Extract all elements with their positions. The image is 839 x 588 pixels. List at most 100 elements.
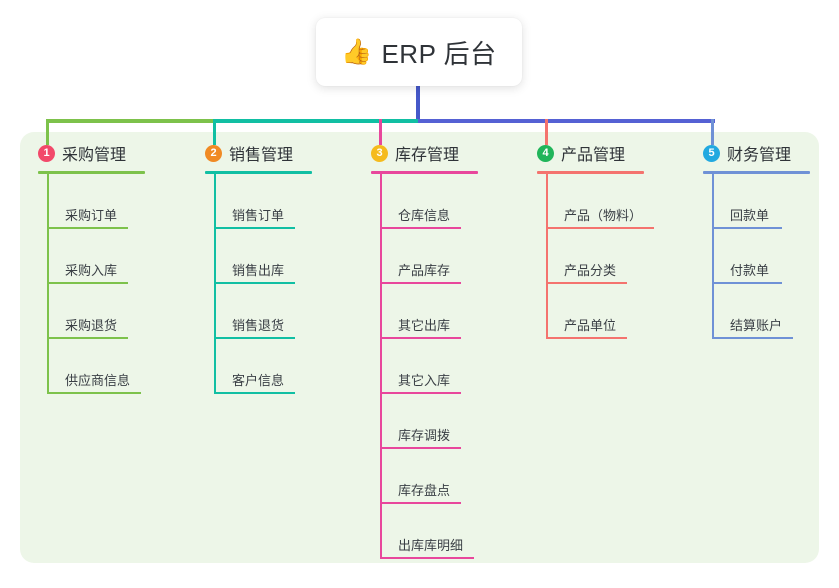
leaf-underline — [380, 557, 474, 559]
leaf-label: 供应商信息 — [65, 373, 131, 388]
bus-segment-right — [418, 119, 715, 123]
branch-title-5: 财务管理 — [727, 147, 792, 164]
leaf-item[interactable]: 出库库明细 — [380, 504, 478, 559]
branch-title-2: 销售管理 — [229, 147, 294, 164]
leaf-label: 付款单 — [730, 263, 770, 278]
branch-badge-4: 4 — [537, 144, 554, 162]
leaf-label: 出库库明细 — [398, 538, 464, 553]
leaf-item[interactable]: 其它出库 — [380, 284, 478, 339]
leaf-item[interactable]: 采购入库 — [47, 229, 145, 284]
leaf-item[interactable]: 回款单 — [712, 174, 810, 229]
drop-connector-2 — [213, 119, 216, 145]
branch-badge-2: 2 — [205, 144, 222, 162]
leaf-label: 产品分类 — [564, 263, 617, 278]
leaf-item[interactable]: 客户信息 — [214, 339, 312, 394]
leaf-item[interactable]: 采购订单 — [47, 174, 145, 229]
branch-underline-1 — [38, 171, 145, 174]
leaf-underline — [47, 282, 128, 284]
leaf-underline — [712, 337, 793, 339]
branch-title-3: 库存管理 — [395, 147, 460, 164]
branch-badge-1: 1 — [38, 144, 55, 162]
leaf-underline — [712, 227, 782, 229]
leaf-underline — [546, 337, 627, 339]
leaf-label: 仓库信息 — [398, 208, 451, 223]
leaf-underline — [380, 337, 461, 339]
leaf-label: 采购订单 — [65, 208, 118, 223]
leaf-label: 销售出库 — [232, 263, 285, 278]
bus-segment-mid — [213, 119, 418, 123]
branch-column-2: 2 销售管理销售订单销售出库销售退货客户信息 — [205, 140, 312, 394]
branch-title-4: 产品管理 — [561, 147, 626, 164]
leaf-label: 库存调拨 — [398, 428, 451, 443]
leaf-item[interactable]: 仓库信息 — [380, 174, 478, 229]
leaf-underline — [214, 227, 295, 229]
leaf-label: 采购入库 — [65, 263, 118, 278]
leaf-underline — [380, 282, 461, 284]
drop-connector-1 — [46, 119, 49, 145]
branch-header-1[interactable]: 1 采购管理 — [38, 140, 145, 166]
leaf-underline — [214, 392, 295, 394]
leaf-item[interactable]: 库存调拨 — [380, 394, 478, 449]
leaf-item[interactable]: 付款单 — [712, 229, 810, 284]
root-stem-connector — [416, 86, 420, 123]
leaf-list-1: 采购订单采购入库采购退货供应商信息 — [47, 174, 145, 394]
branch-column-3: 3 库存管理仓库信息产品库存其它出库其它入库库存调拨库存盘点出库库明细 — [371, 140, 478, 559]
leaf-label: 销售订单 — [232, 208, 285, 223]
branch-header-4[interactable]: 4 产品管理 — [537, 140, 644, 166]
leaf-list-3: 仓库信息产品库存其它出库其它入库库存调拨库存盘点出库库明细 — [380, 174, 478, 559]
leaf-underline — [214, 337, 295, 339]
branch-badge-3: 3 — [371, 144, 388, 162]
leaf-label: 其它入库 — [398, 373, 451, 388]
leaf-item[interactable]: 销售出库 — [214, 229, 312, 284]
branch-column-5: 5 财务管理回款单付款单结算账户 — [703, 140, 810, 339]
branch-underline-3 — [371, 171, 478, 174]
leaf-item[interactable]: 供应商信息 — [47, 339, 145, 394]
thumbs-up-emoji: 👍 — [341, 37, 373, 66]
leaf-item[interactable]: 产品（物料） — [546, 174, 654, 229]
drop-connector-4 — [545, 119, 548, 145]
branch-spine-2 — [214, 174, 216, 394]
leaf-underline — [47, 227, 128, 229]
leaf-item[interactable]: 库存盘点 — [380, 449, 478, 504]
leaf-item[interactable]: 销售订单 — [214, 174, 312, 229]
leaf-item[interactable]: 其它入库 — [380, 339, 478, 394]
leaf-list-4: 产品（物料） 产品分类产品单位 — [546, 174, 654, 339]
leaf-item[interactable]: 结算账户 — [712, 284, 810, 339]
branch-underline-5 — [703, 171, 810, 174]
leaf-underline — [214, 282, 295, 284]
branch-header-5[interactable]: 5 财务管理 — [703, 140, 810, 166]
branch-underline-4 — [537, 171, 644, 174]
leaf-item[interactable]: 采购退货 — [47, 284, 145, 339]
drop-connector-3 — [379, 119, 382, 145]
leaf-label: 产品单位 — [564, 318, 617, 333]
branch-column-4: 4 产品管理产品（物料） 产品分类产品单位 — [537, 140, 654, 339]
page-title: ERP 后台 — [381, 38, 497, 69]
leaf-item[interactable]: 产品单位 — [546, 284, 644, 339]
leaf-label: 产品库存 — [398, 263, 451, 278]
branch-title-1: 采购管理 — [62, 147, 127, 164]
branch-column-1: 1 采购管理采购订单采购入库采购退货供应商信息 — [38, 140, 145, 394]
leaf-underline — [546, 282, 627, 284]
leaf-underline — [380, 227, 461, 229]
branch-spine-5 — [712, 174, 714, 339]
branch-header-3[interactable]: 3 库存管理 — [371, 140, 478, 166]
leaf-item[interactable]: 产品库存 — [380, 229, 478, 284]
branch-badge-5: 5 — [703, 144, 720, 162]
bus-segment-left — [46, 119, 213, 123]
leaf-underline — [712, 282, 782, 284]
branch-header-2[interactable]: 2 销售管理 — [205, 140, 312, 166]
leaf-item[interactable]: 产品分类 — [546, 229, 644, 284]
leaf-label: 结算账户 — [730, 318, 783, 333]
leaf-item[interactable]: 销售退货 — [214, 284, 312, 339]
leaf-underline — [380, 392, 461, 394]
leaf-label: 销售退货 — [232, 318, 285, 333]
leaf-label: 回款单 — [730, 208, 770, 223]
leaf-underline — [47, 337, 128, 339]
leaf-label: 其它出库 — [398, 318, 451, 333]
leaf-underline — [380, 447, 461, 449]
root-node-card[interactable]: 👍 ERP 后台 — [316, 18, 522, 86]
leaf-underline — [380, 502, 461, 504]
leaf-label: 客户信息 — [232, 373, 285, 388]
leaf-list-5: 回款单付款单结算账户 — [712, 174, 810, 339]
diagram-panel — [20, 132, 819, 563]
